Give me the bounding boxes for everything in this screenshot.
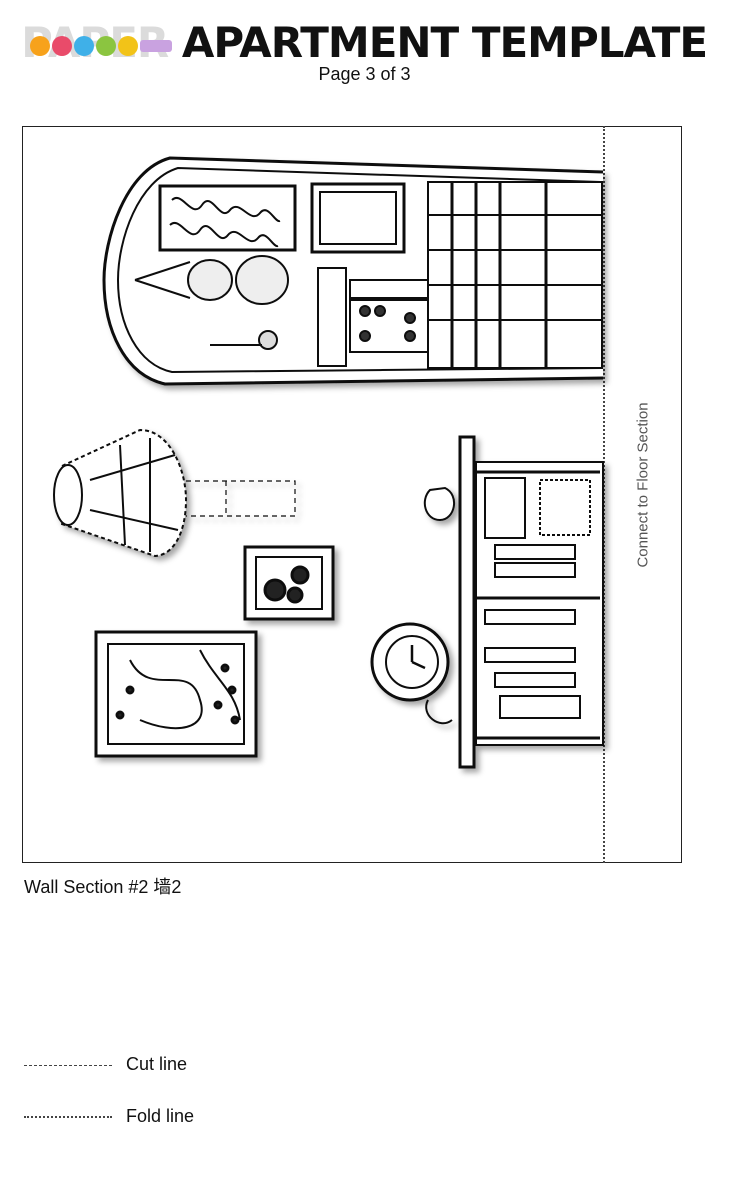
site-logo <box>26 26 176 62</box>
cut-line-sample <box>24 1064 112 1066</box>
legend-cut-line: Cut line <box>24 1054 187 1075</box>
page-header: PAPER APARTMENT TEMPLATE <box>22 18 712 67</box>
lampshade-illustration <box>53 428 296 558</box>
small-picture-frame <box>243 545 335 621</box>
page-number: Page 3 of 3 <box>318 64 411 84</box>
legend-fold-line: Fold line <box>24 1106 194 1127</box>
cut-line-label: Cut line <box>126 1054 188 1074</box>
shelf-clock-illustration <box>370 435 604 769</box>
window-illustration <box>102 156 604 386</box>
fold-line-label: Fold line <box>126 1106 195 1126</box>
large-picture-frame <box>94 630 258 758</box>
wall-section-label: Wall Section #2 墙2 <box>24 877 182 897</box>
fold-line-sample <box>24 1116 112 1119</box>
